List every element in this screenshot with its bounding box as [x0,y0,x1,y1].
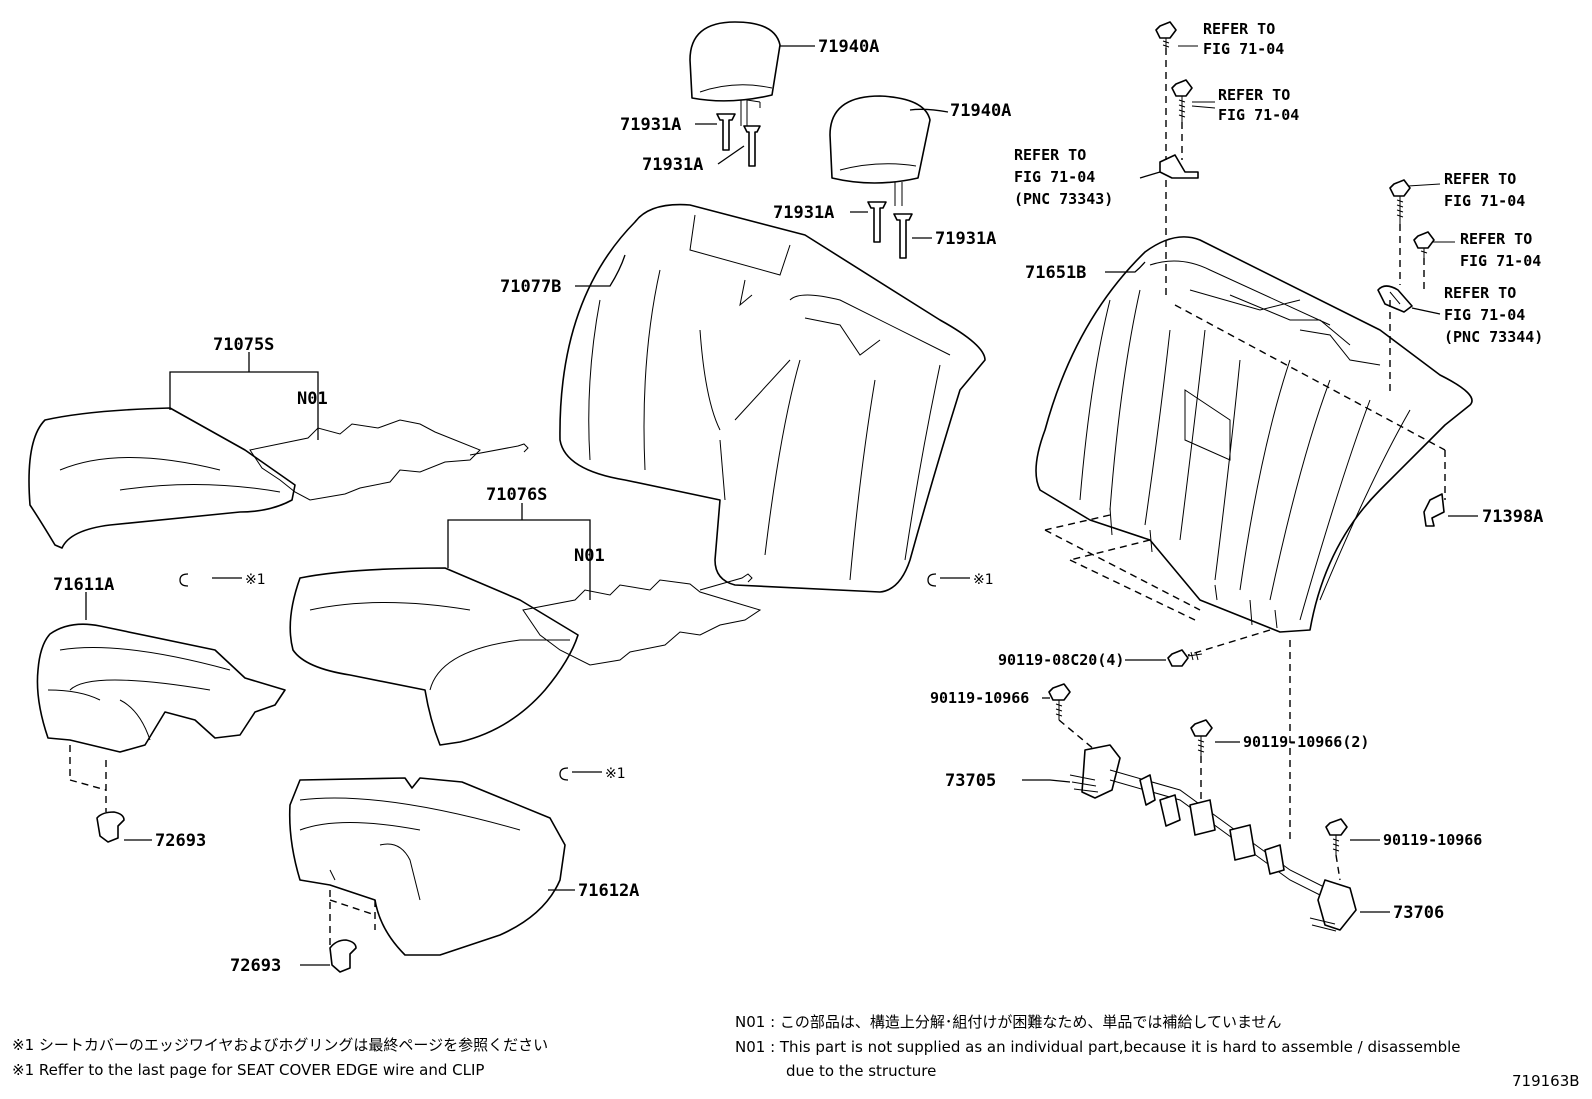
refer-6-line-1: REFER TO [1444,284,1516,302]
cushion-cover-center [289,567,579,746]
clip-left [96,811,125,843]
label-bolt-c: 90119-10966(2) [1243,733,1369,751]
label-bolt-b: 90119-10966 [930,689,1029,707]
label-hinge-2: 73706 [1393,903,1444,923]
label-cushion-cover-2: 71076S [486,485,547,505]
note-symbol-2: ※1 [973,572,994,588]
label-clip-1: 72693 [155,831,206,851]
refer-6-line-3: (PNC 73344) [1444,328,1543,346]
refer-1-line-1: REFER TO [1203,20,1275,38]
label-pad-1: 71611A [53,575,114,595]
label-back-pad: 71651B [1025,263,1086,283]
n01-note-en-2: due to the structure [786,1062,936,1080]
cushion-pad-center [288,777,566,956]
support-pins-left [716,113,761,167]
back-bracket-left [1159,154,1199,179]
n01-note-jp: N01 : この部品は、構造上分解･組付けが困難なため、単品では補給していません [735,1013,1282,1031]
label-support-1: 71931A [620,115,681,135]
refer-1-line-2: FIG 71-04 [1203,40,1284,58]
seat-back-cover [559,203,986,593]
bolts [1048,21,1435,855]
label-support-3: 71931A [773,203,834,223]
label-support-2: 71931A [642,155,703,175]
label-bolt-d: 90119-10966 [1383,831,1482,849]
refer-3-line-3: (PNC 73343) [1014,190,1113,208]
note-symbol-1: ※1 [245,572,266,588]
label-support-4: 71931A [935,229,996,249]
footnote-en: ※1 Reffer to the last page for SEAT COVE… [12,1061,484,1079]
hook [1423,493,1445,527]
refer-3-line-1: REFER TO [1014,146,1086,164]
refer-2-line-2: FIG 71-04 [1218,106,1299,124]
label-hook: 71398A [1482,507,1543,527]
seat-back-pad [1035,236,1473,633]
label-hinge-1: 73705 [945,771,996,791]
label-back-cover: 71077B [500,277,561,297]
refer-2-line-1: REFER TO [1218,86,1290,104]
refer-4-line-1: REFER TO [1444,170,1516,188]
label-headrest-2: 71940A [950,101,1011,121]
label-bolt-a: 90119-08C20(4) [998,651,1124,669]
cushion-frame-left [249,419,529,501]
refer-6-line-2: FIG 71-04 [1444,306,1525,324]
headrest-2 [829,95,931,206]
headrest-1 [689,21,781,126]
label-n01-1: N01 [297,389,328,409]
back-bracket-right [1377,285,1413,313]
cushion-cover-left [28,407,296,549]
refer-5-line-2: FIG 71-04 [1460,252,1541,270]
figure-id: 719163B [1512,1072,1580,1090]
note-symbol-3: ※1 [605,766,626,782]
footnote-jp: ※1 シートカバーのエッジワイヤおよびホグリングは最終ページを参照ください [12,1036,548,1054]
assembly-lines [69,48,1446,945]
clip-center [329,939,357,973]
refer-3-line-2: FIG 71-04 [1014,168,1095,186]
refer-5-line-1: REFER TO [1460,230,1532,248]
cushion-pad-left [36,623,286,753]
cushion-frame-center [522,573,762,666]
leader-lines [85,45,1478,966]
n01-note-en-1: N01 : This part is not supplied as an in… [735,1038,1461,1056]
label-n01-2: N01 [574,546,605,566]
label-cushion-cover-1: 71075S [213,335,274,355]
label-headrest-1: 71940A [818,37,879,57]
label-clip-2: 72693 [230,956,281,976]
refer-4-line-2: FIG 71-04 [1444,192,1525,210]
support-pins-right [867,201,913,259]
hog-ring-symbols [179,573,937,781]
hinge-assembly [1069,744,1357,932]
label-pad-2: 71612A [578,881,639,901]
